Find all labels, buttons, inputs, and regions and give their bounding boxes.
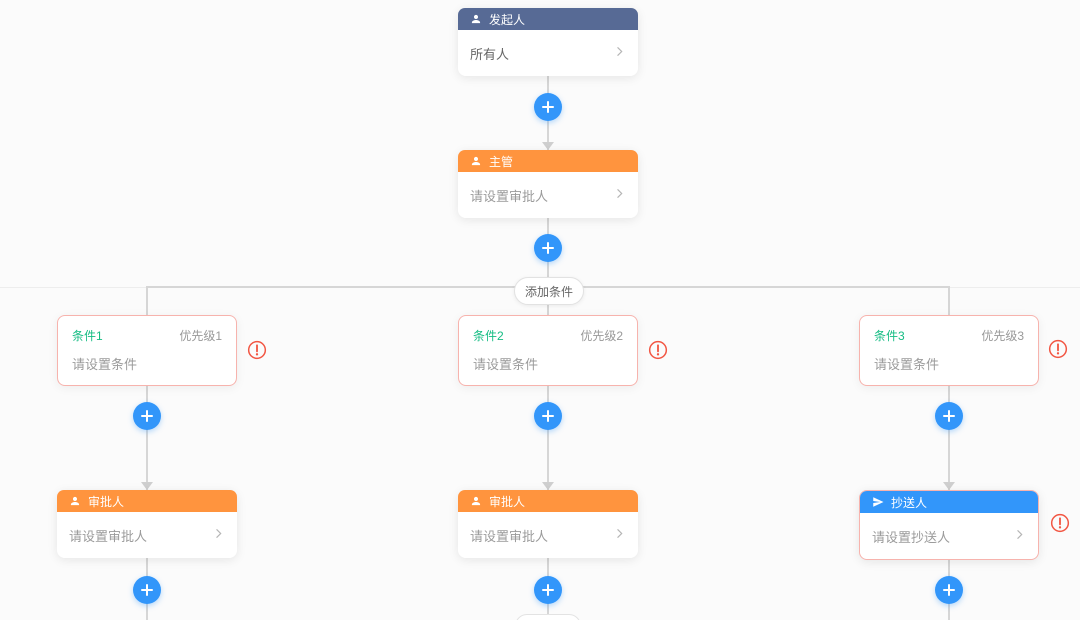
add-node-button[interactable] <box>133 402 161 430</box>
arrow-down-icon <box>542 482 554 490</box>
condition-priority: 优先级3 <box>981 329 1024 343</box>
add-node-button[interactable] <box>935 576 963 604</box>
person-icon <box>470 13 482 25</box>
warning-icon <box>247 340 267 360</box>
send-icon <box>872 496 884 508</box>
add-node-button[interactable] <box>133 576 161 604</box>
warning-icon <box>648 340 668 360</box>
chevron-right-icon <box>613 187 626 203</box>
chevron-right-icon <box>613 45 626 61</box>
manager-node-header: 主管 <box>458 150 638 172</box>
condition-node-2[interactable]: 条件2 优先级2 请设置条件 <box>458 315 638 386</box>
approver-node-1[interactable]: 审批人 请设置审批人 <box>57 490 237 558</box>
connector-line <box>948 287 950 620</box>
person-icon <box>470 155 482 167</box>
cc-node-title: 抄送人 <box>891 495 928 510</box>
add-node-button[interactable] <box>534 402 562 430</box>
person-icon <box>69 495 81 507</box>
condition-node-3[interactable]: 条件3 优先级3 请设置条件 <box>859 315 1039 386</box>
add-node-button[interactable] <box>534 576 562 604</box>
add-node-button[interactable] <box>534 93 562 121</box>
add-condition-label: 添加条件 <box>524 284 573 299</box>
cc-node-header: 抄送人 <box>860 491 1038 513</box>
condition-value: 请设置条件 <box>473 357 539 372</box>
condition-value: 请设置条件 <box>72 357 138 372</box>
manager-node-title: 主管 <box>489 154 514 169</box>
approver-node-title: 审批人 <box>489 494 526 509</box>
condition-node-1[interactable]: 条件1 优先级1 请设置条件 <box>57 315 237 386</box>
approver-node-header: 审批人 <box>57 490 237 512</box>
condition-name: 条件3 <box>874 329 905 343</box>
start-node-title: 发起人 <box>489 12 526 27</box>
cc-node[interactable]: 抄送人 请设置抄送人 <box>859 490 1039 560</box>
condition-value: 请设置条件 <box>874 357 940 372</box>
chevron-right-icon <box>212 527 225 543</box>
chevron-right-icon <box>1013 528 1026 544</box>
arrow-down-icon <box>943 482 955 490</box>
condition-priority: 优先级1 <box>179 329 222 343</box>
add-node-button[interactable] <box>534 234 562 262</box>
start-node-header: 发起人 <box>458 8 638 30</box>
start-node-value: 所有人 <box>470 46 510 62</box>
chevron-right-icon <box>613 527 626 543</box>
approver-node-value: 请设置审批人 <box>69 528 148 544</box>
start-node[interactable]: 发起人 所有人 <box>458 8 638 76</box>
condition-name: 条件1 <box>72 329 103 343</box>
manager-node[interactable]: 主管 请设置审批人 <box>458 150 638 218</box>
approver-node-2[interactable]: 审批人 请设置审批人 <box>458 490 638 558</box>
add-node-button[interactable] <box>935 402 963 430</box>
approver-node-header: 审批人 <box>458 490 638 512</box>
next-node-stub <box>515 614 581 620</box>
manager-node-value: 请设置审批人 <box>470 188 549 204</box>
approver-node-title: 审批人 <box>88 494 125 509</box>
arrow-down-icon <box>141 482 153 490</box>
connector-line <box>146 287 148 620</box>
person-icon <box>470 495 482 507</box>
cc-node-value: 请设置抄送人 <box>872 529 951 545</box>
connector-line <box>547 287 549 620</box>
warning-icon <box>1048 339 1068 359</box>
condition-name: 条件2 <box>473 329 504 343</box>
arrow-down-icon <box>542 142 554 150</box>
approver-node-value: 请设置审批人 <box>470 528 549 544</box>
add-condition-button[interactable]: 添加条件 <box>514 277 584 305</box>
warning-icon <box>1050 513 1070 533</box>
condition-priority: 优先级2 <box>580 329 623 343</box>
